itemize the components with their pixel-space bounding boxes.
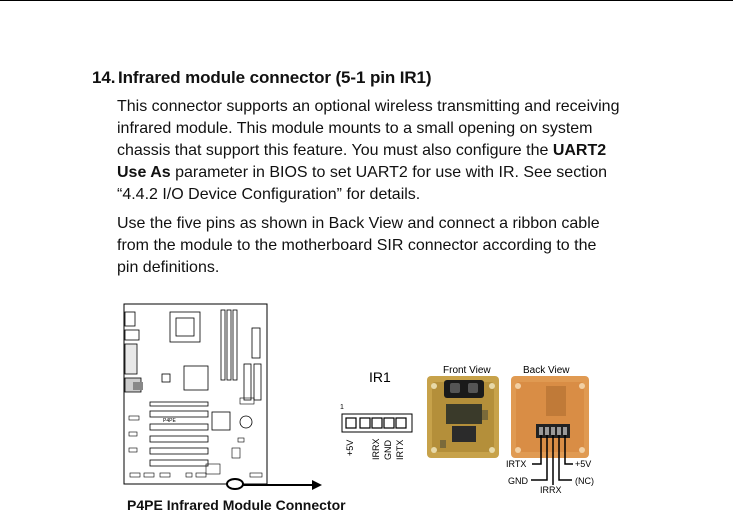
front-view-module: Front View — [427, 365, 499, 458]
pin-label-irtx: IRTX — [395, 440, 405, 460]
figure-caption: P4PE Infrared Module Connector — [127, 497, 346, 513]
paragraph-line: pin definitions. — [117, 259, 220, 276]
pin-square — [395, 417, 407, 429]
back-pin-nc: (NC) — [575, 476, 594, 486]
pin-label-5v: +5V — [345, 440, 355, 456]
front-view-label: Front View — [443, 365, 491, 376]
pin-square — [371, 417, 383, 429]
bold-term-uart2: UART2 — [552, 142, 607, 159]
pin-label-gnd: GND — [383, 440, 393, 461]
text-run: chassis that support this feature. You m… — [117, 142, 553, 159]
back-pin-5v: +5V — [575, 459, 591, 469]
pointer-arrow — [243, 480, 322, 490]
pin-square — [359, 417, 371, 429]
paragraph-line: from the module to the motherboard SIR c… — [117, 237, 597, 254]
ir1-connector-diagram: IR1 1 +5V IRRX GND IRTX — [340, 369, 413, 461]
paragraph-line: Use the five pins as shown in Back View … — [117, 215, 600, 232]
section-number: 14. — [92, 68, 116, 87]
pin-label-irrx: IRRX — [371, 438, 381, 460]
section-heading: 14.Infrared module connector (5-1 pin IR… — [92, 68, 432, 88]
bold-term-use-as: Use As — [117, 164, 171, 181]
paragraph-description: This connector supports an optional wire… — [117, 96, 677, 206]
pin-square — [383, 417, 395, 429]
back-pin-irtx: IRTX — [506, 459, 526, 469]
back-pin-irrx: IRRX — [540, 485, 562, 495]
paragraph-line: “4.4.2 I/O Device Configuration” for det… — [117, 186, 421, 203]
connector-title: IR1 — [369, 369, 391, 385]
back-view-label: Back View — [523, 365, 570, 376]
text-run: parameter in BIOS to set UART2 for use w… — [170, 164, 607, 181]
section-title: Infrared module connector (5-1 pin IR1) — [118, 68, 432, 87]
back-view-module: Back View IRTX GND IRRX +5V (N — [506, 365, 594, 495]
connector-figure: P4PE IR1 — [0, 290, 733, 527]
paragraph-line: This connector supports an optional wire… — [117, 98, 620, 115]
page-top-rule — [0, 0, 733, 1]
paragraph-line: Use As parameter in BIOS to set UART2 fo… — [117, 162, 677, 184]
paragraph-instructions: Use the five pins as shown in Back View … — [117, 213, 677, 279]
ir1-highlight-ellipse — [226, 478, 244, 490]
paragraph-line: chassis that support this feature. You m… — [117, 140, 677, 162]
pin-square — [345, 417, 357, 429]
board-label: P4PE — [163, 418, 176, 424]
pin1-marker: 1 — [340, 404, 344, 411]
paragraph-line: infrared module. This module mounts to a… — [117, 120, 593, 137]
back-pin-gnd: GND — [508, 476, 529, 486]
motherboard-diagram: P4PE — [123, 303, 268, 490]
figure-svg: P4PE IR1 — [123, 303, 594, 495]
